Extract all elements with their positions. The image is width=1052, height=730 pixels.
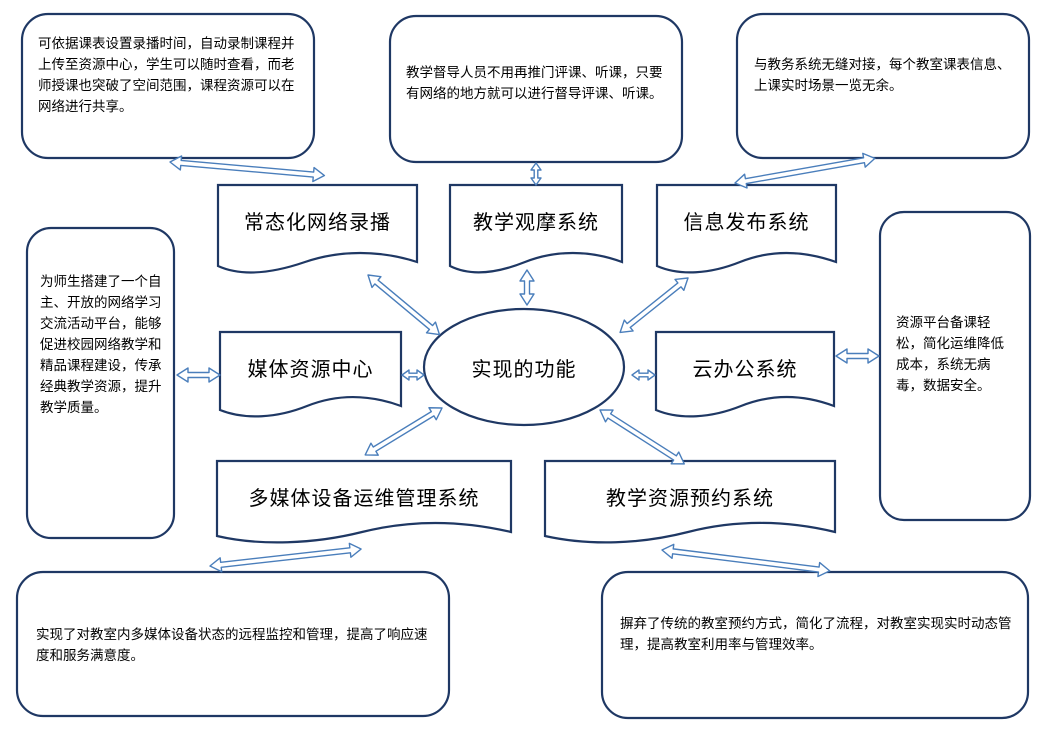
module-shape-info-publish (655, 183, 838, 274)
module-shape-device-maintenance (215, 459, 513, 544)
arrow-info-publish-center (619, 277, 689, 334)
note-info-publish: 与教务系统无缝对接，每个教室课表信息、上课实时场景一览无余。 (754, 57, 1011, 94)
module-device-maintenance: 多媒体设备运维管理系统 (248, 485, 480, 510)
module-shape-resource-booking (543, 459, 837, 544)
center-ellipse (422, 307, 626, 427)
module-shape-media-center (218, 330, 403, 418)
note-box-device-maintenance (15, 570, 451, 718)
module-media-center: 媒体资源中心 (247, 356, 374, 381)
note-cloud-office: 资源平台备课轻松，简化运维降低成本，系统无病毒，数据安全。 (896, 315, 1004, 394)
arrow-cloud-office-center (631, 369, 656, 381)
module-shape-observation (448, 183, 624, 274)
note-box-media-center (25, 226, 176, 540)
module-shape-cloud-office (654, 330, 836, 418)
arrow-resource-booking-center (599, 409, 685, 465)
module-info-publish: 信息发布系统 (683, 209, 810, 234)
arrow-resource-booking-note (661, 543, 831, 578)
note-box-cloud-office (878, 210, 1032, 522)
center-label: 实现的功能 (471, 356, 577, 381)
arrow-media-center-note (176, 367, 221, 383)
module-resource-booking: 教学资源预约系统 (606, 485, 774, 510)
note-device-maintenance: 实现了对教室内多媒体设备状态的远程监控和管理，提高了响应速度和服务满意度。 (36, 627, 428, 664)
note-box-info-publish (735, 12, 1031, 160)
arrow-observation-center (519, 269, 535, 306)
arrow-observation-note (530, 162, 542, 186)
module-cloud-office: 云办公系统 (692, 356, 798, 381)
note-box-recording (20, 12, 316, 160)
note-recording: 可依据课表设置录播时间，自动录制课程并上传至资源中心，学生可以随时查看，而老师授… (38, 36, 295, 115)
arrow-cloud-office-note (835, 348, 880, 364)
note-box-observation (388, 14, 684, 164)
arrow-recording-note (169, 155, 326, 183)
arrow-recording-center (367, 274, 441, 336)
module-shape-recording (216, 183, 419, 274)
note-resource-booking: 摒弃了传统的教室预约方式，简化了流程，对教室实现实时动态管理，提高教室利用率与管… (620, 616, 1012, 653)
module-recording: 常态化网络录播 (244, 209, 391, 234)
note-media-center: 为师生搭建了一个自主、开放的网络学习交流活动平台，能够促进校园网络教学和精品课程… (40, 274, 162, 416)
arrow-info-publish-note (734, 152, 876, 189)
module-observation: 教学观摩系统 (473, 209, 599, 234)
arrow-device-maintenance-center (364, 407, 443, 456)
arrow-media-center-center (401, 369, 425, 381)
arrow-device-maintenance-note (209, 542, 362, 573)
note-observation: 教学督导人员不用再推门评课、听课，只要有网络的地方就可以进行督导评课、听课。 (406, 65, 663, 102)
